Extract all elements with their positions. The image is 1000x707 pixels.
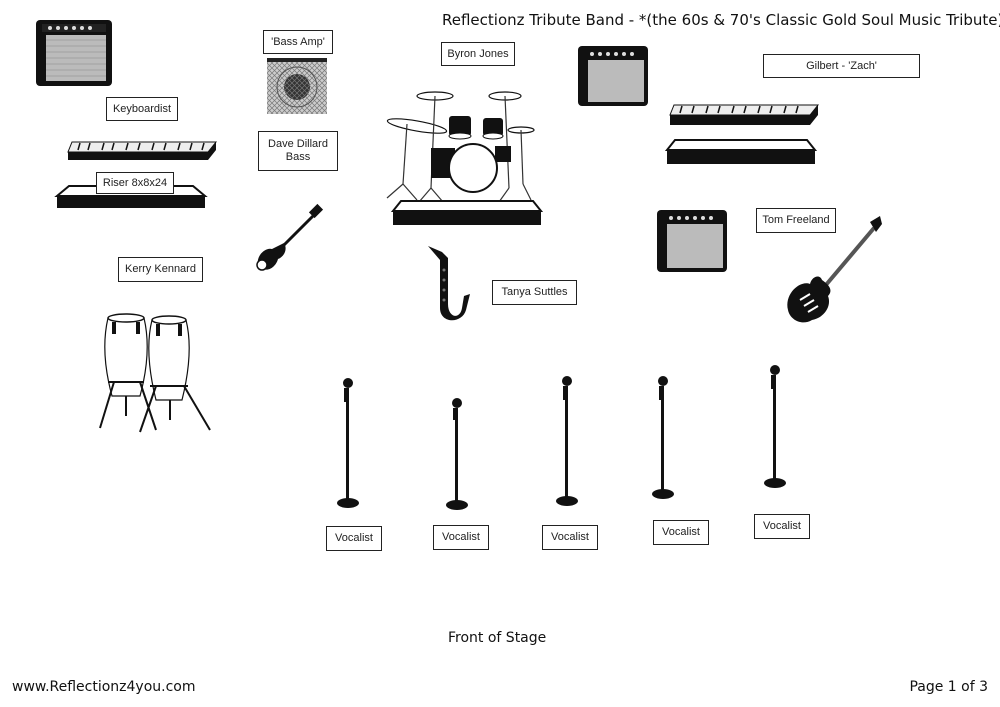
- label-percussion: Kerry Kennard: [118, 257, 203, 282]
- bass-amp-icon: [267, 58, 327, 114]
- bassist-role: Bass: [285, 151, 311, 163]
- saxophone-icon: [428, 246, 470, 321]
- label-bassist: Dave Dillard Bass: [258, 131, 338, 171]
- guitar-amp-icon: [578, 46, 648, 106]
- conga-drums-icon: [99, 313, 211, 433]
- keyboard-icon: [67, 141, 218, 160]
- drum-kit-icon: [386, 91, 535, 203]
- bass-guitar-icon: [256, 203, 324, 271]
- microphone-stand-icon: [652, 376, 674, 499]
- label-vocalist: Vocalist: [326, 526, 382, 551]
- label-vocalist: Vocalist: [653, 520, 709, 545]
- page-title: Reflectionz Tribute Band - *(the 60s & 7…: [442, 11, 1000, 29]
- label-vocalist: Vocalist: [754, 514, 810, 539]
- website-link[interactable]: www.Reflectionz4you.com: [12, 679, 196, 695]
- label-keys2: Gilbert - 'Zach': [763, 54, 920, 78]
- microphone-stand-icon: [556, 376, 578, 506]
- label-riser: Riser 8x8x24: [96, 172, 174, 194]
- microphone-stand-icon: [446, 398, 468, 510]
- label-sax: Tanya Suttles: [492, 280, 577, 305]
- label-vocalist: Vocalist: [542, 525, 598, 550]
- label-bass-amp: 'Bass Amp': [263, 30, 333, 54]
- label-drummer: Byron Jones: [441, 42, 515, 66]
- microphone-stand-icon: [337, 378, 359, 508]
- microphone-stand-icon: [764, 365, 786, 488]
- guitar-amp-icon: [657, 210, 727, 272]
- electric-guitar-icon: [787, 216, 882, 323]
- page-number: Page 1 of 3: [909, 679, 988, 695]
- riser-icon: [390, 200, 544, 225]
- label-vocalist: Vocalist: [433, 525, 489, 550]
- label-guitarist: Tom Freeland: [756, 208, 836, 233]
- label-keyboardist: Keyboardist: [106, 97, 178, 121]
- guitar-amp-icon: [36, 20, 112, 86]
- bassist-name: Dave Dillard: [268, 138, 328, 150]
- front-of-stage-label: Front of Stage: [448, 630, 547, 646]
- keyboard-icon: [669, 104, 820, 125]
- riser-icon: [664, 139, 818, 164]
